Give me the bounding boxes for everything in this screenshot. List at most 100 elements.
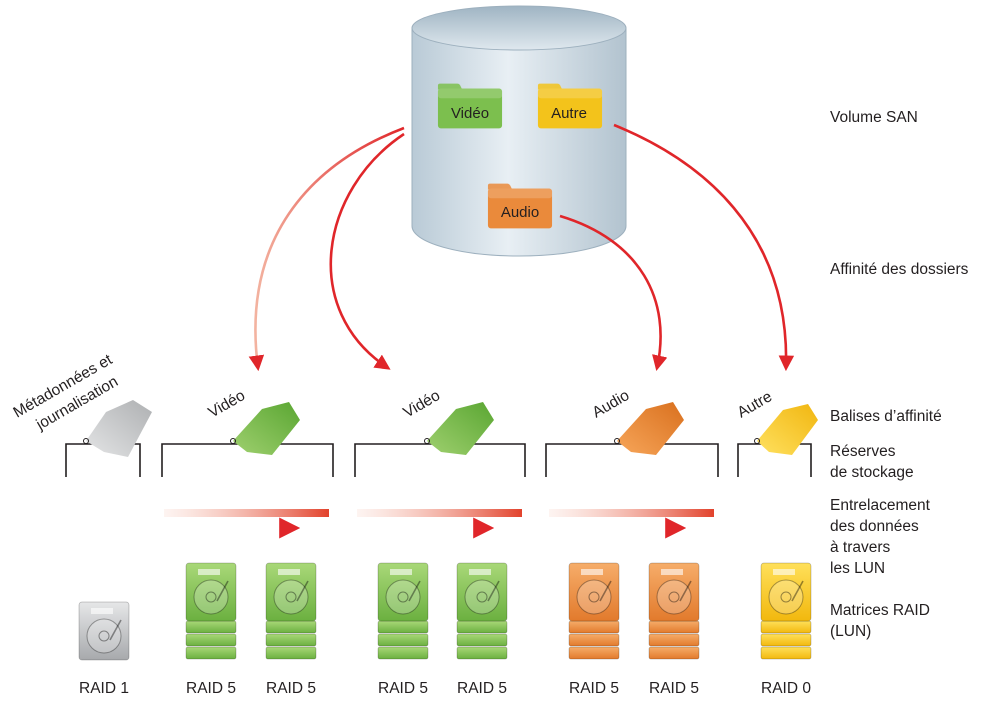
drive-hub bbox=[668, 591, 680, 603]
label-folder-affinity: Affinité des dossiers bbox=[830, 261, 969, 278]
folder-other: Autre bbox=[537, 83, 603, 129]
drive-layer bbox=[760, 620, 812, 634]
drive-face bbox=[760, 562, 812, 622]
label-affinity-tags: Balises d’affinité bbox=[830, 408, 942, 425]
arrow-video-b bbox=[329, 132, 405, 370]
drive-platter bbox=[656, 579, 692, 615]
arrow-other bbox=[613, 123, 795, 372]
raid-drive-stack bbox=[760, 562, 812, 660]
drive-layer bbox=[568, 633, 620, 647]
label-striping-line4: les LUN bbox=[830, 560, 886, 577]
drive-hub bbox=[397, 591, 409, 603]
drive-arm bbox=[487, 580, 500, 602]
drive-plate bbox=[773, 569, 795, 575]
drive-layer bbox=[568, 620, 620, 634]
drive-layer bbox=[648, 633, 700, 647]
folder-video-label: Vidéo bbox=[451, 105, 489, 122]
drive-face bbox=[377, 562, 429, 622]
label-raid-arrays-line2: (LUN) bbox=[830, 623, 872, 640]
folder-video: Vidéo bbox=[437, 83, 503, 129]
arrow-video-a bbox=[248, 126, 405, 372]
raid-label: RAID 1 bbox=[79, 680, 129, 697]
tag-metadata: Métadonnées et journalisation bbox=[11, 351, 152, 457]
drive-face bbox=[648, 562, 700, 622]
raid-drive-stack bbox=[568, 562, 620, 660]
raid-label: RAID 5 bbox=[186, 680, 236, 697]
drive-plate bbox=[469, 569, 491, 575]
label-striping-line1: Entrelacement bbox=[830, 497, 930, 514]
raid-drive-stack bbox=[265, 562, 317, 660]
drive-arm bbox=[296, 580, 309, 602]
drive-arm bbox=[216, 580, 229, 602]
drive-layer bbox=[648, 620, 700, 634]
label-storage-pools-line2: de stockage bbox=[830, 464, 914, 481]
drive-layer bbox=[456, 633, 508, 647]
drive-plate bbox=[91, 608, 113, 614]
drive-layer bbox=[265, 646, 317, 660]
drive-face bbox=[265, 562, 317, 622]
drive-hub bbox=[285, 591, 297, 603]
drive-layer bbox=[185, 620, 237, 634]
drive-layer bbox=[456, 620, 508, 634]
drive-face bbox=[78, 601, 130, 661]
drive-layer bbox=[760, 633, 812, 647]
drive-plate bbox=[581, 569, 603, 575]
drive-hub bbox=[780, 591, 792, 603]
drive-layer bbox=[377, 620, 429, 634]
raid-label: RAID 5 bbox=[266, 680, 316, 697]
drive-hub bbox=[205, 591, 217, 603]
label-san-volume: Volume SAN bbox=[830, 109, 918, 126]
label-raid-arrays-line1: Matrices RAID bbox=[830, 602, 930, 619]
raid-drive-stack bbox=[456, 562, 508, 660]
raid-arrays bbox=[78, 562, 812, 661]
raid-label: RAID 5 bbox=[378, 680, 428, 697]
drive-arm bbox=[679, 580, 692, 602]
drive-platter bbox=[464, 579, 500, 615]
drive-platter bbox=[273, 579, 309, 615]
drive-hub bbox=[588, 591, 600, 603]
drive-platter bbox=[576, 579, 612, 615]
drive-layer bbox=[185, 633, 237, 647]
drive-plate bbox=[390, 569, 412, 575]
affinity-arrows bbox=[248, 123, 795, 372]
drive-platter bbox=[385, 579, 421, 615]
label-storage-pools: Réserves de stockage bbox=[830, 441, 914, 483]
drive-layer bbox=[456, 646, 508, 660]
label-striping-line3: à travers bbox=[830, 539, 891, 556]
raid-drive-stack bbox=[185, 562, 237, 660]
drive-platter bbox=[86, 618, 122, 654]
drive-arm bbox=[791, 580, 804, 602]
drive-arm bbox=[599, 580, 612, 602]
drive-face bbox=[568, 562, 620, 622]
san-volume-cylinder bbox=[411, 5, 627, 257]
tag-video-b-label: Vidéo bbox=[401, 387, 444, 421]
drive-layer bbox=[265, 620, 317, 634]
drive-layer bbox=[760, 646, 812, 660]
tag-video-a-label: Vidéo bbox=[206, 387, 249, 421]
drive-plate bbox=[198, 569, 220, 575]
raid-labels: RAID 1 RAID 5 RAID 5 RAID 5 RAID 5 RAID … bbox=[79, 680, 811, 697]
drive-platter bbox=[768, 579, 804, 615]
drive-platter bbox=[193, 579, 229, 615]
drive-plate bbox=[661, 569, 683, 575]
label-striping-line2: des données bbox=[830, 518, 919, 535]
drive-face bbox=[185, 562, 237, 622]
arrow-audio bbox=[559, 214, 668, 372]
tag-other: Autre bbox=[735, 388, 818, 455]
raid-drive-stack bbox=[377, 562, 429, 660]
folder-other-label: Autre bbox=[551, 105, 587, 122]
striping-bars bbox=[164, 509, 714, 539]
raid-label: RAID 5 bbox=[569, 680, 619, 697]
tag-video-a: Vidéo bbox=[206, 387, 300, 455]
drive-layer bbox=[648, 646, 700, 660]
drive-plate bbox=[278, 569, 300, 575]
drive-hub bbox=[476, 591, 488, 603]
drive-arm bbox=[408, 580, 421, 602]
raid-label: RAID 5 bbox=[457, 680, 507, 697]
label-striping: Entrelacement des données à travers les … bbox=[830, 495, 930, 579]
tag-other-label: Autre bbox=[735, 388, 776, 421]
drive-layer bbox=[185, 646, 237, 660]
raid-label: RAID 5 bbox=[649, 680, 699, 697]
tag-video-b: Vidéo bbox=[401, 387, 494, 455]
